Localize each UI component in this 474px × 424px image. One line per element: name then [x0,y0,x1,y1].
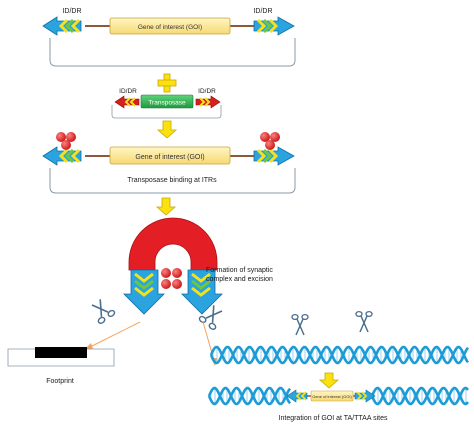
synaptic-caption-line2: complex and excision [206,276,273,283]
chevron-yellow [134,286,154,297]
chevron-yellow [58,148,69,164]
chevron-yellow [191,286,211,297]
right-itr-small [195,95,221,109]
chevron-yellow [204,97,211,107]
arrow-down-icon [318,372,340,389]
helix-strand [370,386,470,406]
scissors-icon [291,313,309,336]
goi-label: Gene of interest (GOI) [135,154,204,161]
left-itr-label: ID/DR [119,88,137,95]
goi-box [310,390,354,402]
chevron-yellow [256,18,267,34]
plasmid-backbone [49,168,296,194]
right-itr [253,146,295,166]
dna-helix-icon [207,386,292,406]
chevron-yellow [199,97,206,107]
transposase-bound-left [56,132,76,150]
synaptic-caption-line1: Formation of synaptic [206,267,273,274]
chevron-green [191,279,211,290]
scissors-icon [198,305,223,330]
chevron-yellow [70,148,81,164]
chevron-yellow [70,18,81,34]
chevron-yellow [295,391,302,401]
panel-4-synaptic-complex: Formation of synaptic complex and excisi… [91,217,273,330]
arrow-down-icon [156,120,178,139]
footprint-caption: Footprint [46,378,74,385]
panel-1-transposon: ID/DR Gene of interest (GOI) ID/DR [42,8,296,67]
horseshoe-transposase [128,217,218,271]
chevron-yellow [361,391,368,401]
goi-box [109,146,231,165]
dna-helix-icon [209,345,470,365]
left-itr-small [114,95,140,109]
chevron-green [262,18,273,34]
chevron-yellow [124,97,131,107]
helix-strand [207,386,292,406]
chevron-yellow [191,272,211,283]
transposase-box [140,94,194,109]
chevron-yellow [268,148,279,164]
chevron-green [262,148,273,164]
left-itr-label: ID/DR [62,8,81,15]
inserted-transposon: Gene of interest (GOI) [286,389,376,403]
chevron-yellow [58,18,69,34]
right-itr-label: ID/DR [253,8,272,15]
goi-label: Gene of interest (GOI) [138,24,202,31]
left-arm-itr [123,269,165,315]
chevron-yellow [134,272,154,283]
binding-caption: Transposase binding at ITRs [127,177,217,184]
arrow-down-icon [155,197,177,216]
dna-helix-icon [370,386,470,406]
chevron-yellow [300,391,307,401]
footprint-block [35,347,87,358]
chevron-yellow [256,148,267,164]
chevron-yellow [268,18,279,34]
helper-plasmid-backbone [111,105,222,119]
goi-label: Gene of interest (GOI) [312,394,352,399]
chevron-green [134,279,154,290]
panel-6-integration: Gene of interest (GOI) Integration of GO… [207,310,470,422]
transposase-bound-right [260,132,280,150]
chevron-yellow [356,391,363,401]
chevron-yellow [129,97,136,107]
right-itr-label: ID/DR [198,88,216,95]
scissors-icon [91,299,116,324]
panel-2-transposase: ID/DR Transposase ID/DR [111,88,222,119]
chevron-green [64,148,75,164]
integration-caption: Integration of GOI at TA/TTAA sites [279,415,388,422]
helix-strand [209,345,470,365]
helix-strand [209,345,470,365]
helix-strand [207,386,292,406]
helix-strand [370,386,470,406]
transposase-label: Transposase [148,100,186,107]
plasmid-backbone [49,38,296,67]
panel-3-binding: Gene of interest (GOI) Transposase bindi… [42,132,296,194]
chevron-green [64,18,75,34]
goi-box [109,17,231,35]
left-itr [42,16,82,36]
scissors-icon [355,310,373,333]
right-arm-itr [181,269,223,315]
left-itr [42,146,82,166]
right-itr [253,16,295,36]
transposase-cluster [161,268,182,289]
plus-icon [157,73,177,93]
panel-5-footprint: Footprint [7,347,115,385]
itr-arrow-blue [123,269,165,315]
